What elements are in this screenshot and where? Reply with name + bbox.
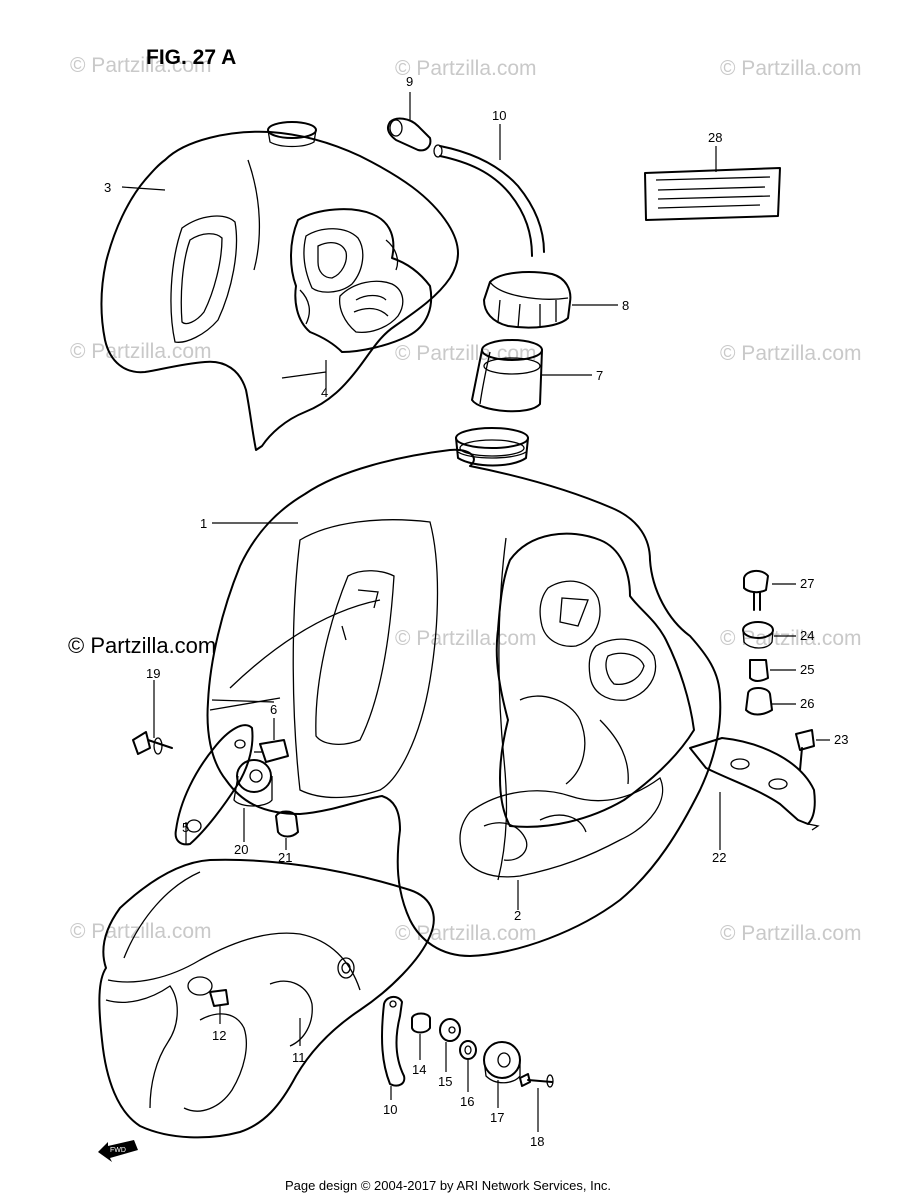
cover-hardware (381, 996, 554, 1088)
callout-10-clamp: 10 (383, 1102, 397, 1117)
forward-arrow-icon: FWD (98, 1140, 138, 1162)
watermark: © Partzilla.com (395, 922, 537, 945)
tank-side-cover (98, 858, 435, 1139)
mount-hardware-left (132, 724, 299, 846)
watermark: © Partzilla.com (70, 54, 212, 77)
callout-16: 16 (460, 1094, 474, 1109)
tank-bracket (689, 737, 820, 831)
callout-9: 9 (406, 74, 413, 89)
page-footer: Page design © 2004-2017 by ARI Network S… (285, 1178, 611, 1193)
watermark: © Partzilla.com (720, 627, 862, 650)
callout-numbers: 3 9 10 28 8 7 4 1 2 19 6 5 20 21 22 27 2… (104, 74, 848, 1149)
callout-24: 24 (800, 628, 814, 643)
callout-1: 1 (200, 516, 207, 531)
callout-7: 7 (596, 368, 603, 383)
callout-27: 27 (800, 576, 814, 591)
callout-28: 28 (708, 130, 722, 145)
callout-5: 5 (182, 820, 189, 835)
callout-23: 23 (834, 732, 848, 747)
callout-3: 3 (104, 180, 111, 195)
callout-8: 8 (622, 298, 629, 313)
upper-fuel-tank (100, 121, 459, 451)
watermarks: © Partzilla.com © Partzilla.com © Partzi… (70, 54, 862, 945)
mount-hardware-right (742, 570, 815, 771)
callout-18: 18 (530, 1134, 544, 1149)
callout-17: 17 (490, 1110, 504, 1125)
copyright-label: © Partzilla.com (68, 633, 216, 658)
main-fuel-tank (206, 427, 722, 957)
watermark: © Partzilla.com (720, 922, 862, 945)
watermark: © Partzilla.com (395, 57, 537, 80)
watermark: © Partzilla.com (395, 627, 537, 650)
watermark: © Partzilla.com (395, 342, 537, 365)
caution-label-part (644, 167, 781, 221)
callout-22: 22 (712, 850, 726, 865)
watermark: © Partzilla.com (70, 920, 212, 943)
callout-4: 4 (321, 385, 328, 400)
callout-20: 20 (234, 842, 248, 857)
figure-title: FIG. 27 A (146, 46, 236, 69)
fwd-label: FWD (110, 1147, 126, 1154)
callout-10-hose: 10 (492, 108, 506, 123)
callout-12: 12 (212, 1028, 226, 1043)
leader-lines (121, 92, 830, 1132)
callout-14: 14 (412, 1062, 426, 1077)
callout-21: 21 (278, 850, 292, 865)
callout-6: 6 (270, 702, 277, 717)
callout-2: 2 (514, 908, 521, 923)
callout-19: 19 (146, 666, 160, 681)
callout-25: 25 (800, 662, 814, 677)
callout-11: 11 (292, 1050, 306, 1065)
watermark: © Partzilla.com (720, 342, 862, 365)
watermark: © Partzilla.com (720, 57, 862, 80)
watermark: © Partzilla.com (70, 340, 212, 363)
callout-26: 26 (800, 696, 814, 711)
fuel-cap-assembly (387, 117, 572, 413)
callout-15: 15 (438, 1074, 452, 1089)
